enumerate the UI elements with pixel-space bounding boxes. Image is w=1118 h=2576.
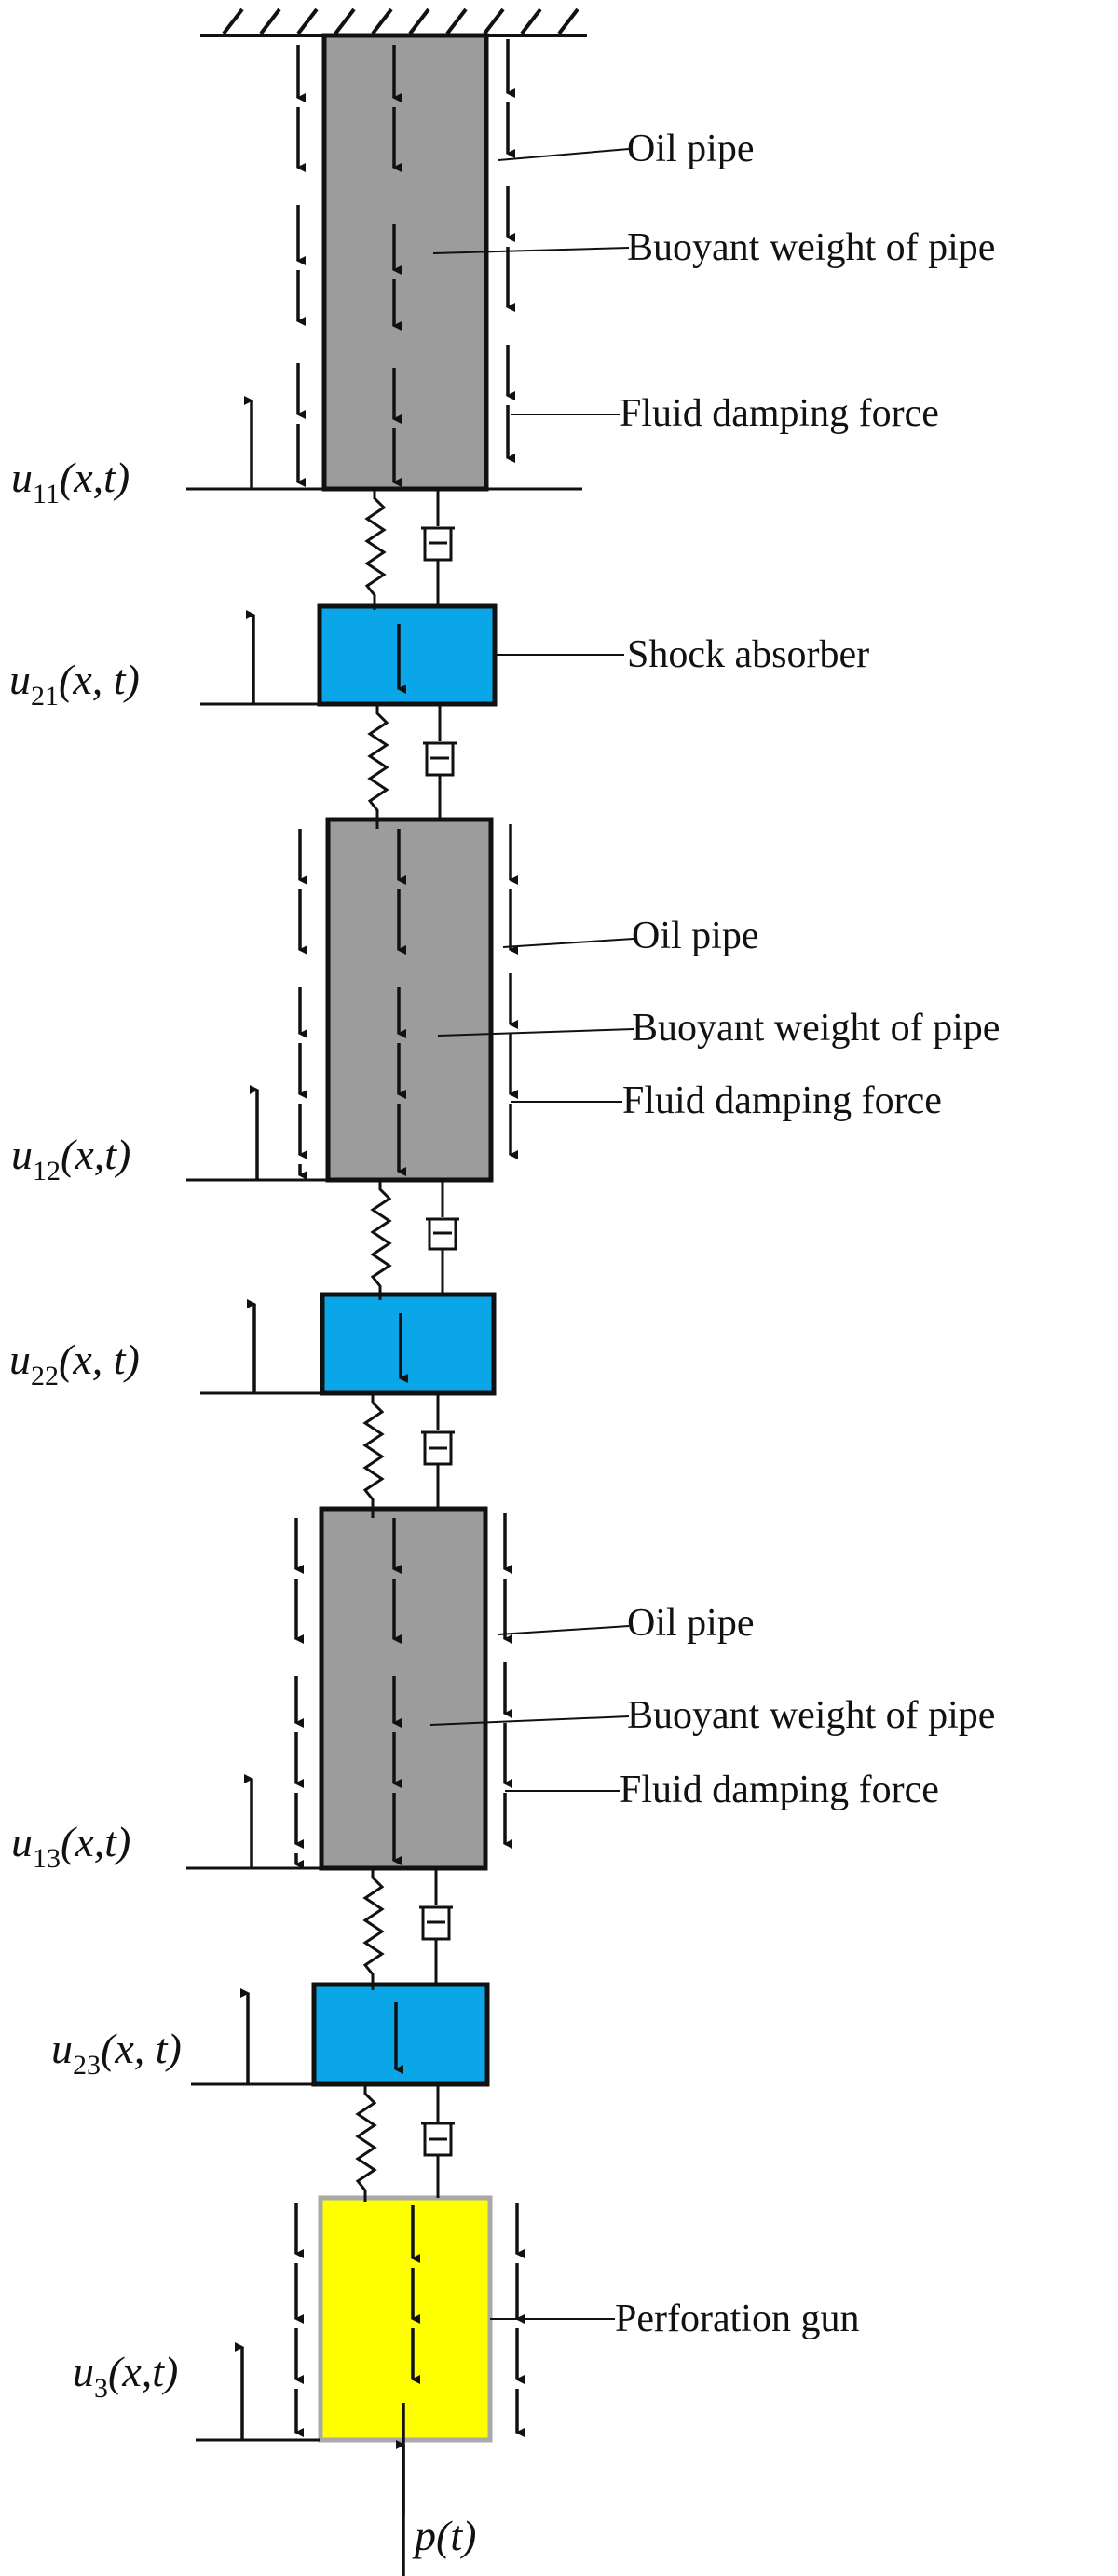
oil-pipe-block-2 bbox=[325, 817, 494, 1183]
fluid-damping-label-2: Fluid damping force bbox=[622, 1079, 942, 1122]
var-u11: u11(x,t) bbox=[11, 454, 130, 509]
buoyant-weight-label-3: Buoyant weight of pipe bbox=[627, 1694, 995, 1737]
var-p: p(t) bbox=[412, 2512, 476, 2559]
buoyant-weight-label-2: Buoyant weight of pipe bbox=[632, 1007, 1000, 1050]
perforation-gun-label: Perforation gun bbox=[615, 2298, 859, 2340]
buoyant-weight-label-1: Buoyant weight of pipe bbox=[627, 226, 995, 269]
fluid-damping-label-3: Fluid damping force bbox=[620, 1769, 939, 1811]
shock-absorber-block-1 bbox=[317, 603, 498, 707]
oil-pipe-label-2: Oil pipe bbox=[632, 915, 758, 957]
oil-pipe-block-3 bbox=[319, 1506, 488, 1871]
shock-absorber-label: Shock absorber bbox=[627, 633, 869, 676]
baselines bbox=[186, 487, 582, 2442]
var-u13: u13(x,t) bbox=[11, 1818, 130, 1874]
var-u12: u12(x,t) bbox=[11, 1131, 130, 1186]
force-arrows-down bbox=[294, 39, 525, 2437]
shock-absorber-block-2 bbox=[320, 1292, 497, 1396]
spring-damper-connectors bbox=[355, 489, 459, 2202]
var-u22: u22(x, t) bbox=[9, 1335, 140, 1391]
leader-lines bbox=[429, 148, 634, 2320]
oil-pipe-label-1: Oil pipe bbox=[627, 128, 754, 170]
perforation-gun-block bbox=[318, 2195, 493, 2443]
fixed-support bbox=[200, 7, 587, 37]
var-u21: u21(x, t) bbox=[9, 656, 140, 712]
shock-absorber-block-3 bbox=[311, 1982, 490, 2087]
var-u23: u23(x, t) bbox=[51, 2025, 182, 2081]
oil-pipe-label-3: Oil pipe bbox=[627, 1602, 754, 1645]
fluid-damping-label-1: Fluid damping force bbox=[620, 392, 939, 435]
var-u3: u3(x,t) bbox=[73, 2348, 178, 2404]
oil-pipe-block-1 bbox=[321, 33, 489, 492]
